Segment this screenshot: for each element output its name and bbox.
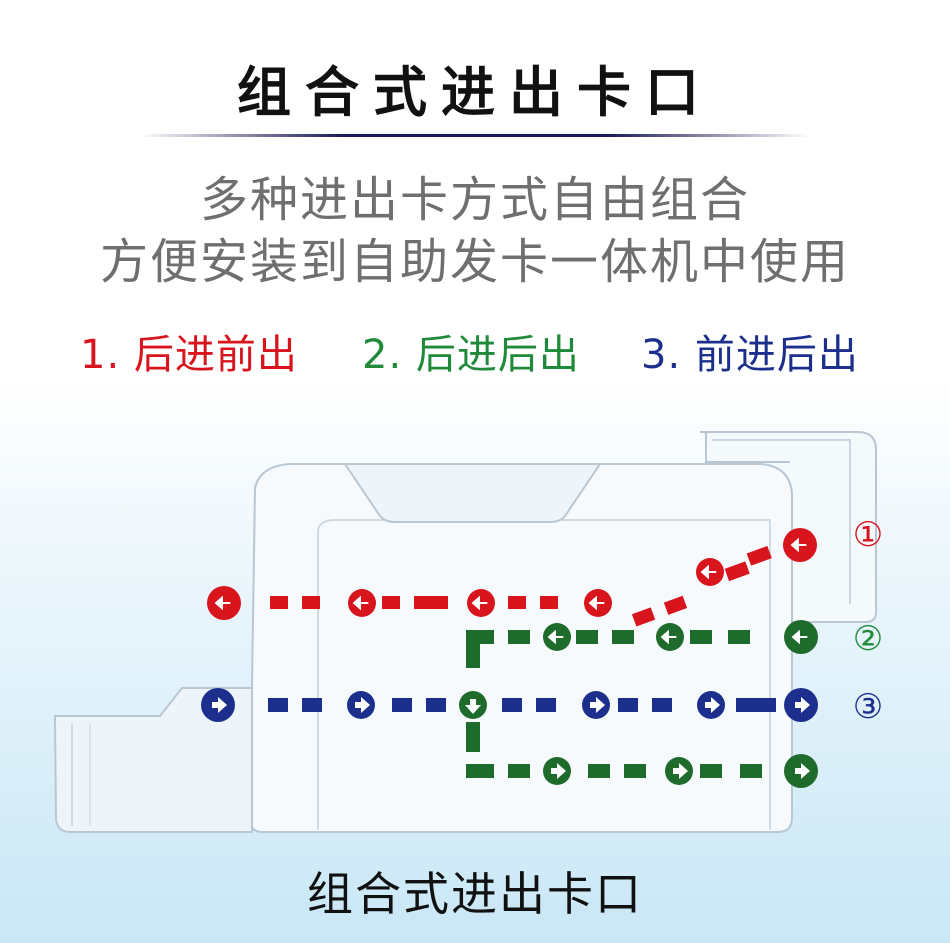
card-path-diagram: ① ② ③ — [53, 431, 883, 833]
mode-2-label: 2. 后进后出 — [362, 332, 580, 378]
bottom-caption: 组合式进出卡口 — [307, 867, 643, 921]
mode-3-label: 3. 前进后出 — [641, 332, 859, 378]
marker-path-1: ① — [853, 515, 883, 555]
marker-path-2: ② — [853, 619, 883, 659]
subtitle-line-2: 方便安装到自助发卡一体机中使用 — [99, 234, 850, 290]
subtitle-line-1: 多种进出卡方式自由组合 — [199, 172, 750, 228]
mode-1-label: 1. 后进前出 — [80, 332, 298, 378]
printer-illustration — [53, 431, 877, 833]
marker-path-3: ③ — [853, 687, 883, 727]
page-title: 组合式进出卡口 — [237, 61, 713, 124]
path-3-blue — [201, 688, 818, 722]
title-divider — [140, 134, 810, 137]
